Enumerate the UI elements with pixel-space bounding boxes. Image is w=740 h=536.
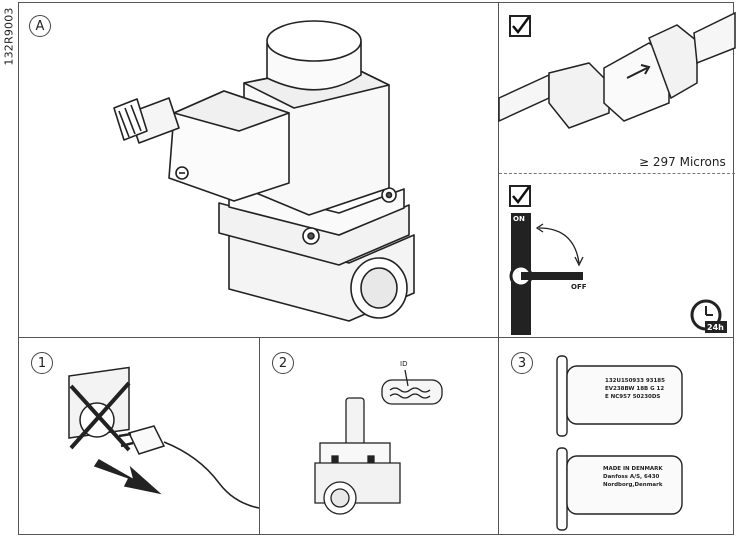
checkmark-icon (509, 185, 531, 207)
nameplate-illustration (556, 355, 683, 531)
nameplate-top-line-1: 132U150933 93185 (605, 378, 665, 384)
panel-step-3: 3 132U150933 93185 EV238BW 18B G 12 E NC… (498, 337, 734, 535)
step-1-number: 1 (31, 352, 53, 374)
switch-bar-illustration (509, 213, 584, 335)
clock-icon (690, 299, 727, 333)
nameplate-bottom-line-1: MADE IN DENMARK (603, 466, 663, 472)
solenoid-valve-illustration (113, 20, 415, 322)
unplug-illustration (68, 366, 260, 509)
checkmark-icon (509, 15, 531, 37)
time-label: 24h (707, 323, 724, 332)
coil-id-illustration (314, 369, 443, 515)
document-id-text: 132R9003 (2, 7, 16, 66)
filter-micron-text: ≥ 297 Microns (639, 155, 726, 169)
id-label: ID (400, 360, 408, 368)
panel-step-2: 2 ID (259, 337, 499, 535)
off-label: OFF (571, 283, 587, 291)
panel-step-1: 1 (18, 337, 260, 535)
panel-filter-check: ≥ 297 Microns ON OFF 24h (498, 2, 736, 338)
nameplate-top-line-2: EV238BW 18B G 12 (605, 386, 665, 392)
nameplate-top-line-3: E NC957 50230DS (605, 394, 661, 400)
nameplate-bottom-line-2: Danfoss A/S, 6430 (603, 474, 660, 480)
dashed-divider (499, 173, 735, 174)
panel-a-label: A (29, 15, 51, 37)
pipe-filter-illustration (498, 11, 736, 129)
nameplate-bottom-line-3: Nordborg,Denmark (603, 482, 663, 488)
panel-a: A (18, 2, 499, 338)
document-id: 132R9003 (2, 6, 16, 66)
step-2-number: 2 (272, 352, 294, 374)
on-label: ON (513, 215, 525, 223)
step-3-number: 3 (511, 352, 533, 374)
